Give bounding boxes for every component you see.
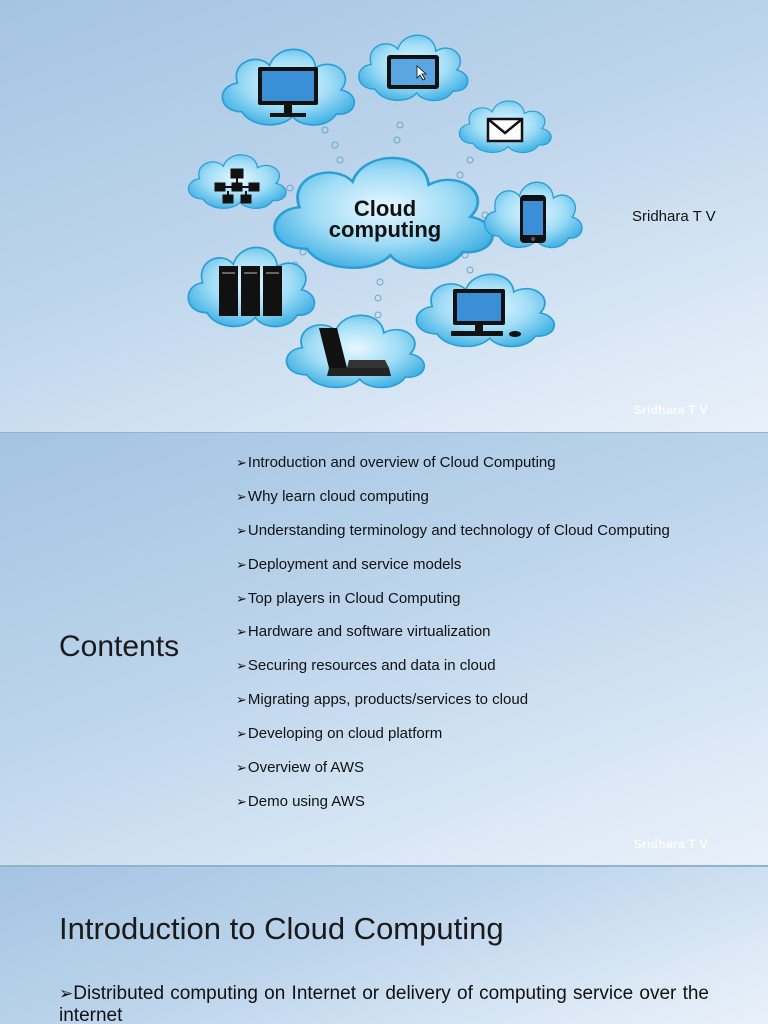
list-item: Overview of AWS [236, 758, 670, 792]
network-icon [214, 168, 260, 204]
list-item: Securing resources and data in cloud [236, 656, 670, 690]
cloud-label-line1: Cloud [354, 196, 416, 221]
laptop-icon [319, 328, 391, 376]
watermark: Sridhara T V [633, 837, 708, 851]
bullet-text: Distributed computing on Internet or del… [59, 983, 709, 1024]
cloud-computing-diagram: Cloud computing [187, 34, 583, 389]
tablet-icon [387, 55, 439, 89]
list-item: Why learn cloud computing [236, 487, 670, 521]
server-icon [219, 266, 282, 316]
slide-title: Contents [59, 630, 180, 663]
list-item: Deployment and service models [236, 555, 670, 589]
list-item: Developing on cloud platform [236, 724, 670, 758]
email-icon [486, 117, 524, 143]
contents-list: Introduction and overview of Cloud Compu… [236, 453, 670, 826]
author-name: Sridhara T V [632, 208, 716, 225]
bullet-arrow-icon: ➢ [59, 984, 74, 1003]
contents-slide[interactable]: Contents Introduction and overview of Cl… [0, 433, 768, 865]
watermark: Sridhara T V [633, 403, 708, 417]
laptop-cloud [285, 314, 426, 389]
smartphone-icon [520, 195, 546, 243]
list-item: Migrating apps, products/services to clo… [236, 690, 670, 724]
monitor-icon [258, 67, 318, 117]
list-item: Understanding terminology and technology… [236, 521, 670, 555]
list-item: Hardware and software virtualization [236, 622, 670, 656]
list-item: Top players in Cloud Computing [236, 589, 670, 623]
list-item: Demo using AWS [236, 792, 670, 826]
bullet-point: ➢Distributed computing on Internet or de… [59, 983, 709, 1024]
cloud-label-line2: computing [329, 217, 441, 242]
desktop-computer-icon [451, 289, 521, 337]
title-slide[interactable]: Cloud computing [0, 0, 768, 432]
list-item: Introduction and overview of Cloud Compu… [236, 453, 670, 487]
intro-slide[interactable]: Introduction to Cloud Computing ➢Distrib… [0, 867, 768, 1024]
slide-title: Introduction to Cloud Computing [59, 911, 504, 946]
